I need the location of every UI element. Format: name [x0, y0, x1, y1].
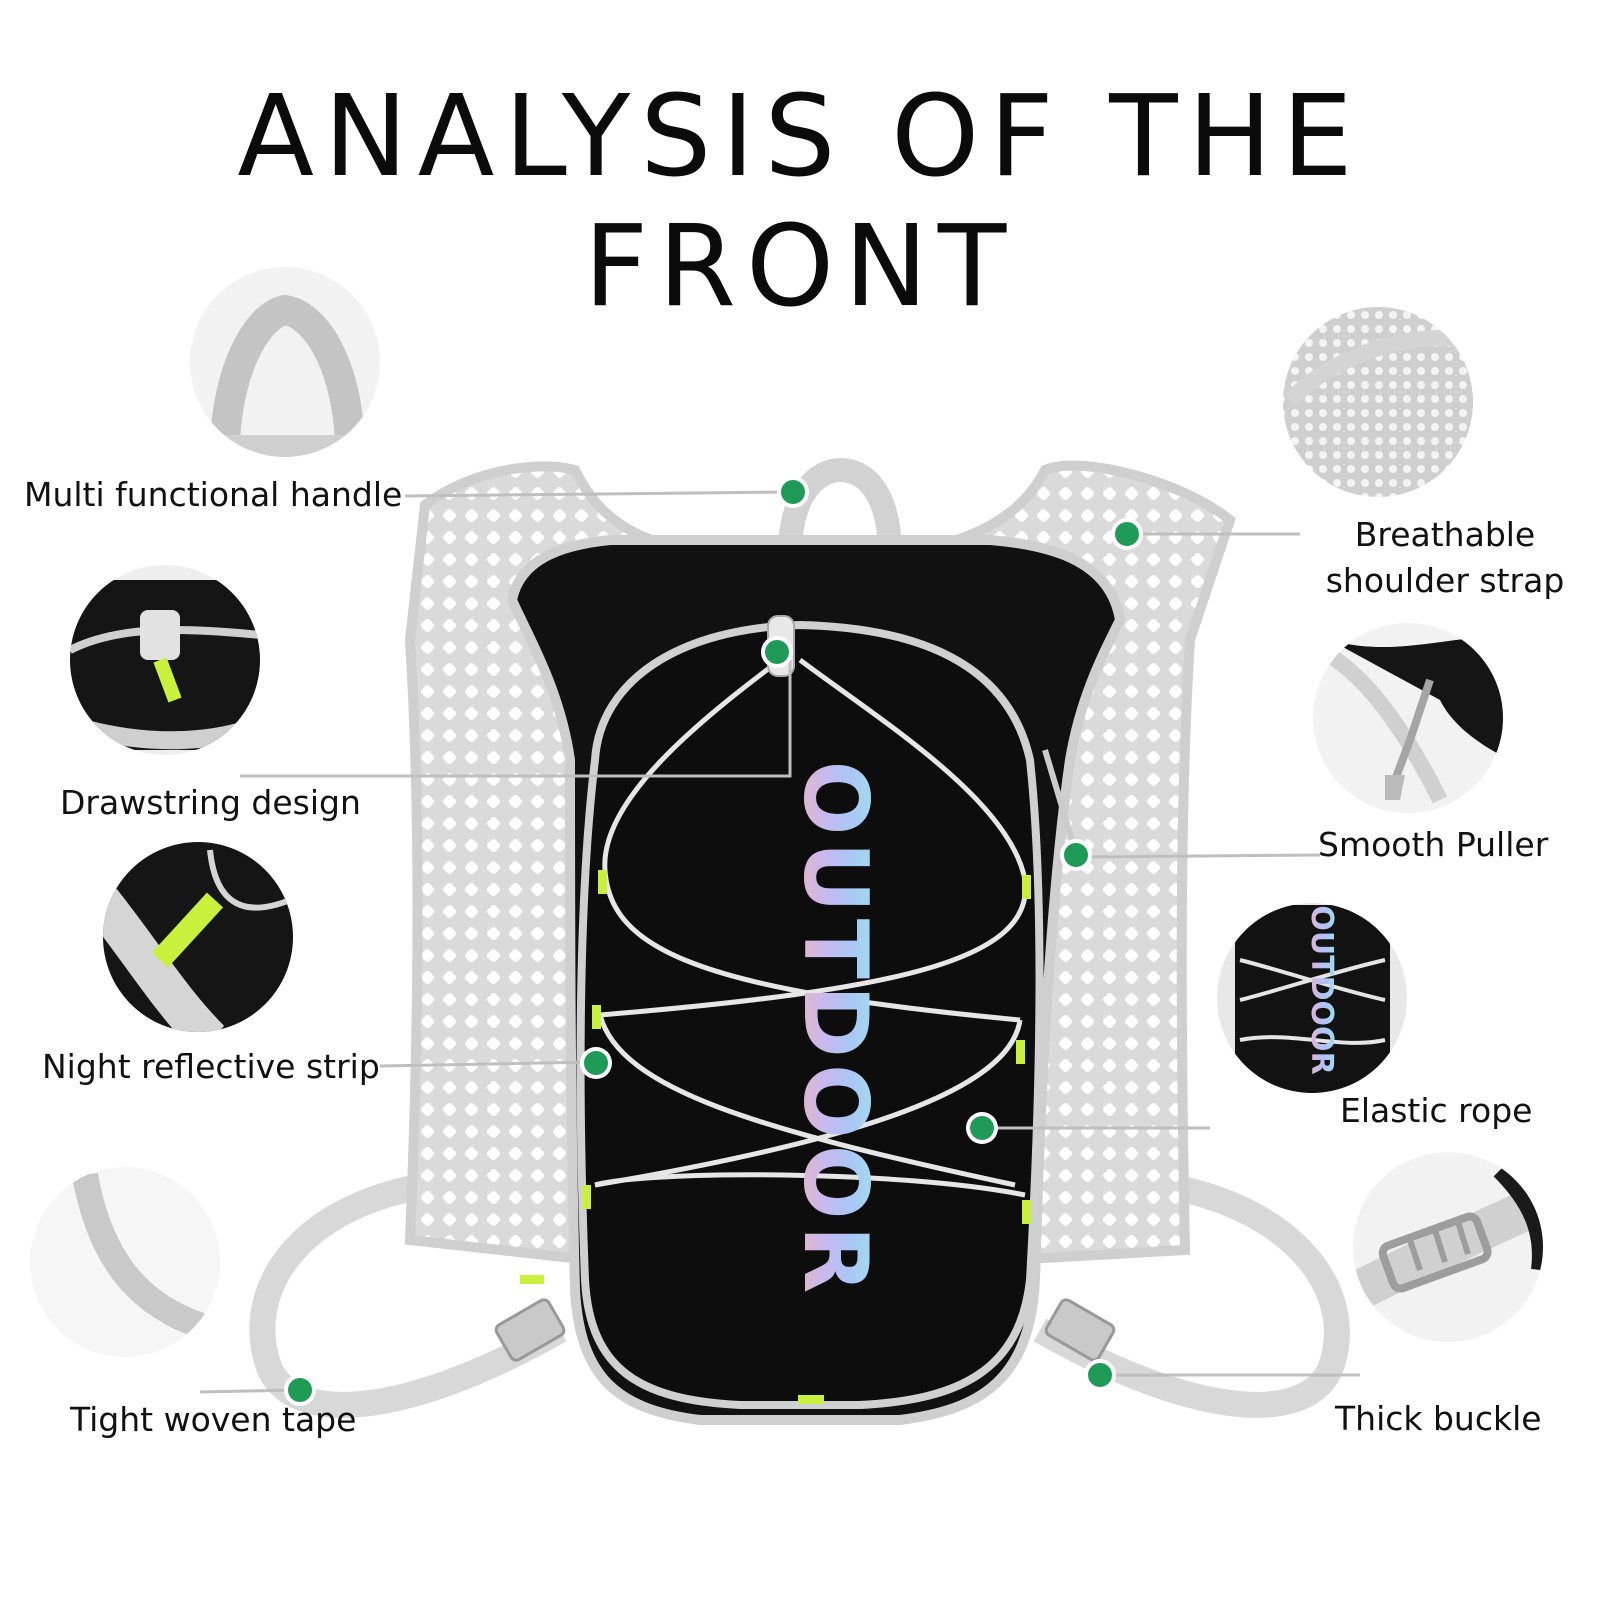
- detail-elastic-rope-thumbnail: OUTDOOR: [1217, 903, 1407, 1093]
- leader-lines: [199, 490, 1360, 1394]
- detail-drawstring-thumbnail: [70, 565, 260, 755]
- detail-woven-tape-thumbnail: [30, 1167, 220, 1357]
- detail-reflective-strip-thumbnail: [103, 842, 293, 1032]
- label-night-reflective-strip: Night reflective strip: [42, 1047, 380, 1086]
- label-tight-woven-tape: Tight woven tape: [70, 1400, 357, 1439]
- thumbnail-brand-text: OUTDOOR: [1304, 905, 1339, 1074]
- detail-handle-thumbnail: [190, 267, 380, 457]
- zipper-puller: [1042, 749, 1078, 851]
- label-thick-buckle: Thick buckle: [1335, 1399, 1542, 1438]
- label-elastic-rope: Elastic rope: [1340, 1091, 1533, 1130]
- detail-breathable-strap-thumbnail: [1283, 307, 1473, 497]
- shoulder-strap-loops: [249, 1172, 1350, 1418]
- label-breathable-shoulder-strap: Breathable shoulder strap: [1300, 512, 1590, 604]
- marker-dots: [284, 476, 1143, 1406]
- label-smooth-puller: Smooth Puller: [1318, 825, 1549, 864]
- handle: [778, 457, 902, 556]
- label-drawstring-design: Drawstring design: [60, 783, 361, 822]
- label-multi-functional-handle: Multi functional handle: [24, 475, 403, 514]
- detail-buckle-thumbnail: [1353, 1152, 1543, 1342]
- page-title: ANALYSIS OF THE FRONT: [237, 72, 1363, 332]
- reflective-tabs: [520, 870, 1031, 1404]
- label-breathable-line2: shoulder strap: [1325, 561, 1565, 600]
- label-breathable-line1: Breathable: [1354, 515, 1536, 554]
- detail-puller-thumbnail: [1313, 623, 1503, 813]
- brand-text: OUTDOOR: [784, 761, 887, 1300]
